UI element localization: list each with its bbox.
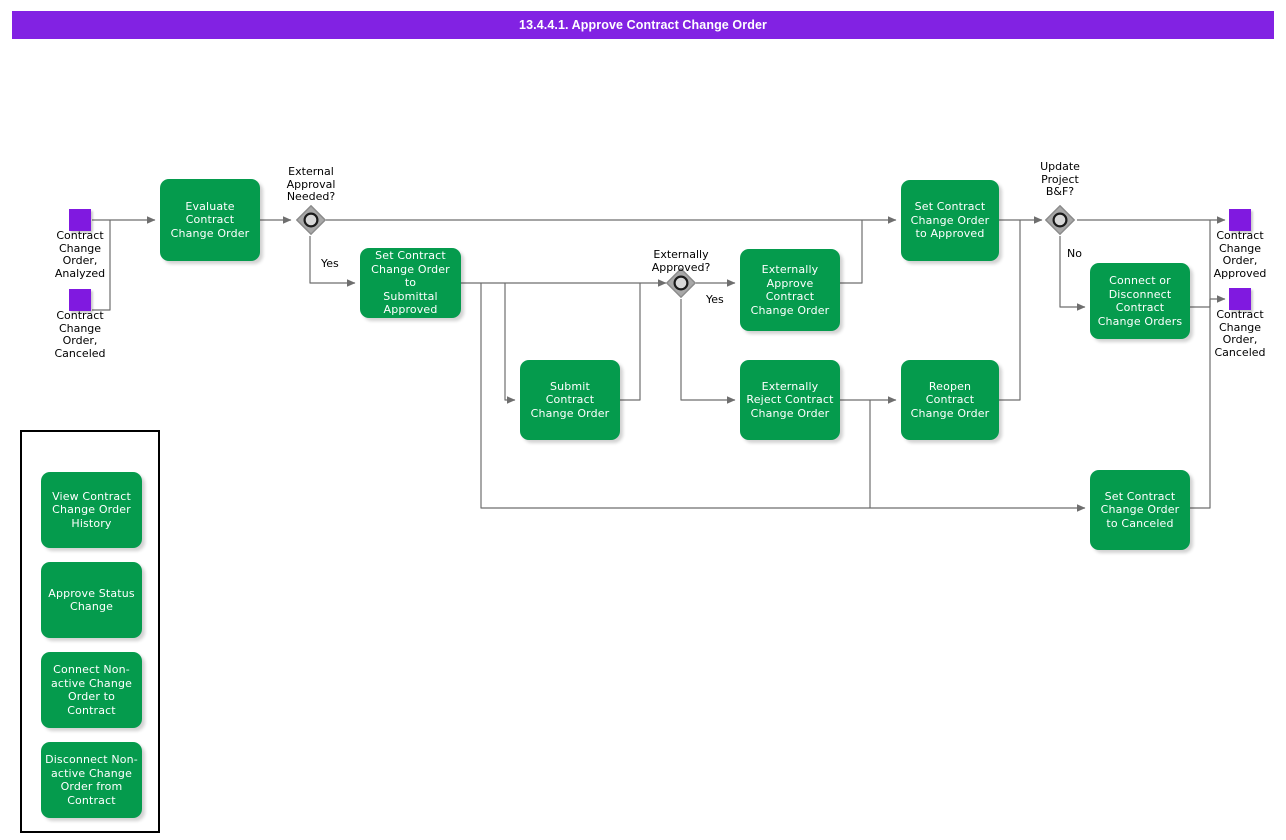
gateway-label-update-project-bf: Update Project B&F?	[1040, 160, 1080, 198]
task-label: Connect Non- active Change Order to Cont…	[51, 663, 132, 717]
gateway-update-project-bf[interactable]	[1044, 204, 1076, 236]
task-label: Set Contract Change Order to Submittal A…	[371, 249, 450, 317]
page-title: 13.4.4.1. Approve Contract Change Order	[519, 18, 767, 32]
task-set-contract-change-order-to-submittal-approved[interactable]: Set Contract Change Order to Submittal A…	[360, 248, 461, 318]
task-label: View Contract Change Order History	[52, 489, 131, 530]
task-evaluate-contract-change-order[interactable]: Evaluate Contract Change Order	[160, 179, 260, 261]
gateway-external-approval-needed[interactable]	[295, 204, 327, 236]
task-label: Evaluate Contract Change Order	[170, 199, 250, 240]
task-label: Set Contract Change Order to Approved	[910, 200, 990, 241]
start-event-contract-change-order-analyzed[interactable]	[69, 209, 91, 231]
task-connect-or-disconnect-contract-change-orders[interactable]: Connect or Disconnect Contract Change Or…	[1090, 263, 1190, 339]
task-label: Connect or Disconnect Contract Change Or…	[1097, 274, 1183, 328]
end-event-label-approved: Contract Change Order, Approved	[1213, 229, 1267, 280]
legend-item-approve-status-change[interactable]: Approve Status Change	[41, 562, 142, 638]
task-label: Reopen Contract Change Order	[910, 379, 990, 420]
legend-item-disconnect-non-active-change-order-from-contract[interactable]: Disconnect Non- active Change Order from…	[41, 742, 142, 818]
flow-label-yes-external-approval: Yes	[321, 257, 339, 270]
end-event-contract-change-order-approved[interactable]	[1229, 209, 1251, 231]
task-submit-contract-change-order[interactable]: Submit Contract Change Order	[520, 360, 620, 440]
task-externally-approve-contract-change-order[interactable]: Externally Approve Contract Change Order	[740, 249, 840, 331]
gateway-label-externally-approved: Externally Approved?	[651, 248, 711, 274]
task-reopen-contract-change-order[interactable]: Reopen Contract Change Order	[901, 360, 999, 440]
task-label: Approve Status Change	[48, 586, 135, 614]
task-label: Set Contract Change Order to Canceled	[1100, 489, 1180, 530]
task-set-contract-change-order-to-canceled[interactable]: Set Contract Change Order to Canceled	[1090, 470, 1190, 550]
legend-panel: View Contract Change Order History Appro…	[20, 430, 160, 833]
task-label: Disconnect Non- active Change Order from…	[45, 753, 138, 807]
gateway-label-external-approval-needed: External Approval Needed?	[286, 165, 336, 203]
start-event-label-canceled: Contract Change Order, Canceled	[54, 309, 106, 360]
flow-label-yes-externally-approved: Yes	[706, 293, 724, 306]
start-event-label-analyzed: Contract Change Order, Analyzed	[54, 229, 106, 280]
page-title-bar: 13.4.4.1. Approve Contract Change Order	[12, 11, 1274, 39]
legend-item-connect-non-active-change-order-to-contract[interactable]: Connect Non- active Change Order to Cont…	[41, 652, 142, 728]
end-event-contract-change-order-canceled[interactable]	[1229, 288, 1251, 310]
flow-label-no-update-project: No	[1067, 247, 1082, 260]
task-set-contract-change-order-to-approved[interactable]: Set Contract Change Order to Approved	[901, 180, 999, 261]
task-label: Externally Reject Contract Change Order	[746, 379, 834, 420]
task-label: Externally Approve Contract Change Order	[750, 263, 830, 317]
start-event-contract-change-order-canceled[interactable]	[69, 289, 91, 311]
end-event-label-canceled: Contract Change Order, Canceled	[1214, 308, 1266, 359]
task-externally-reject-contract-change-order[interactable]: Externally Reject Contract Change Order	[740, 360, 840, 440]
legend-item-view-contract-change-order-history[interactable]: View Contract Change Order History	[41, 472, 142, 548]
gateway-externally-approved[interactable]	[665, 267, 697, 299]
task-label: Submit Contract Change Order	[530, 379, 610, 420]
